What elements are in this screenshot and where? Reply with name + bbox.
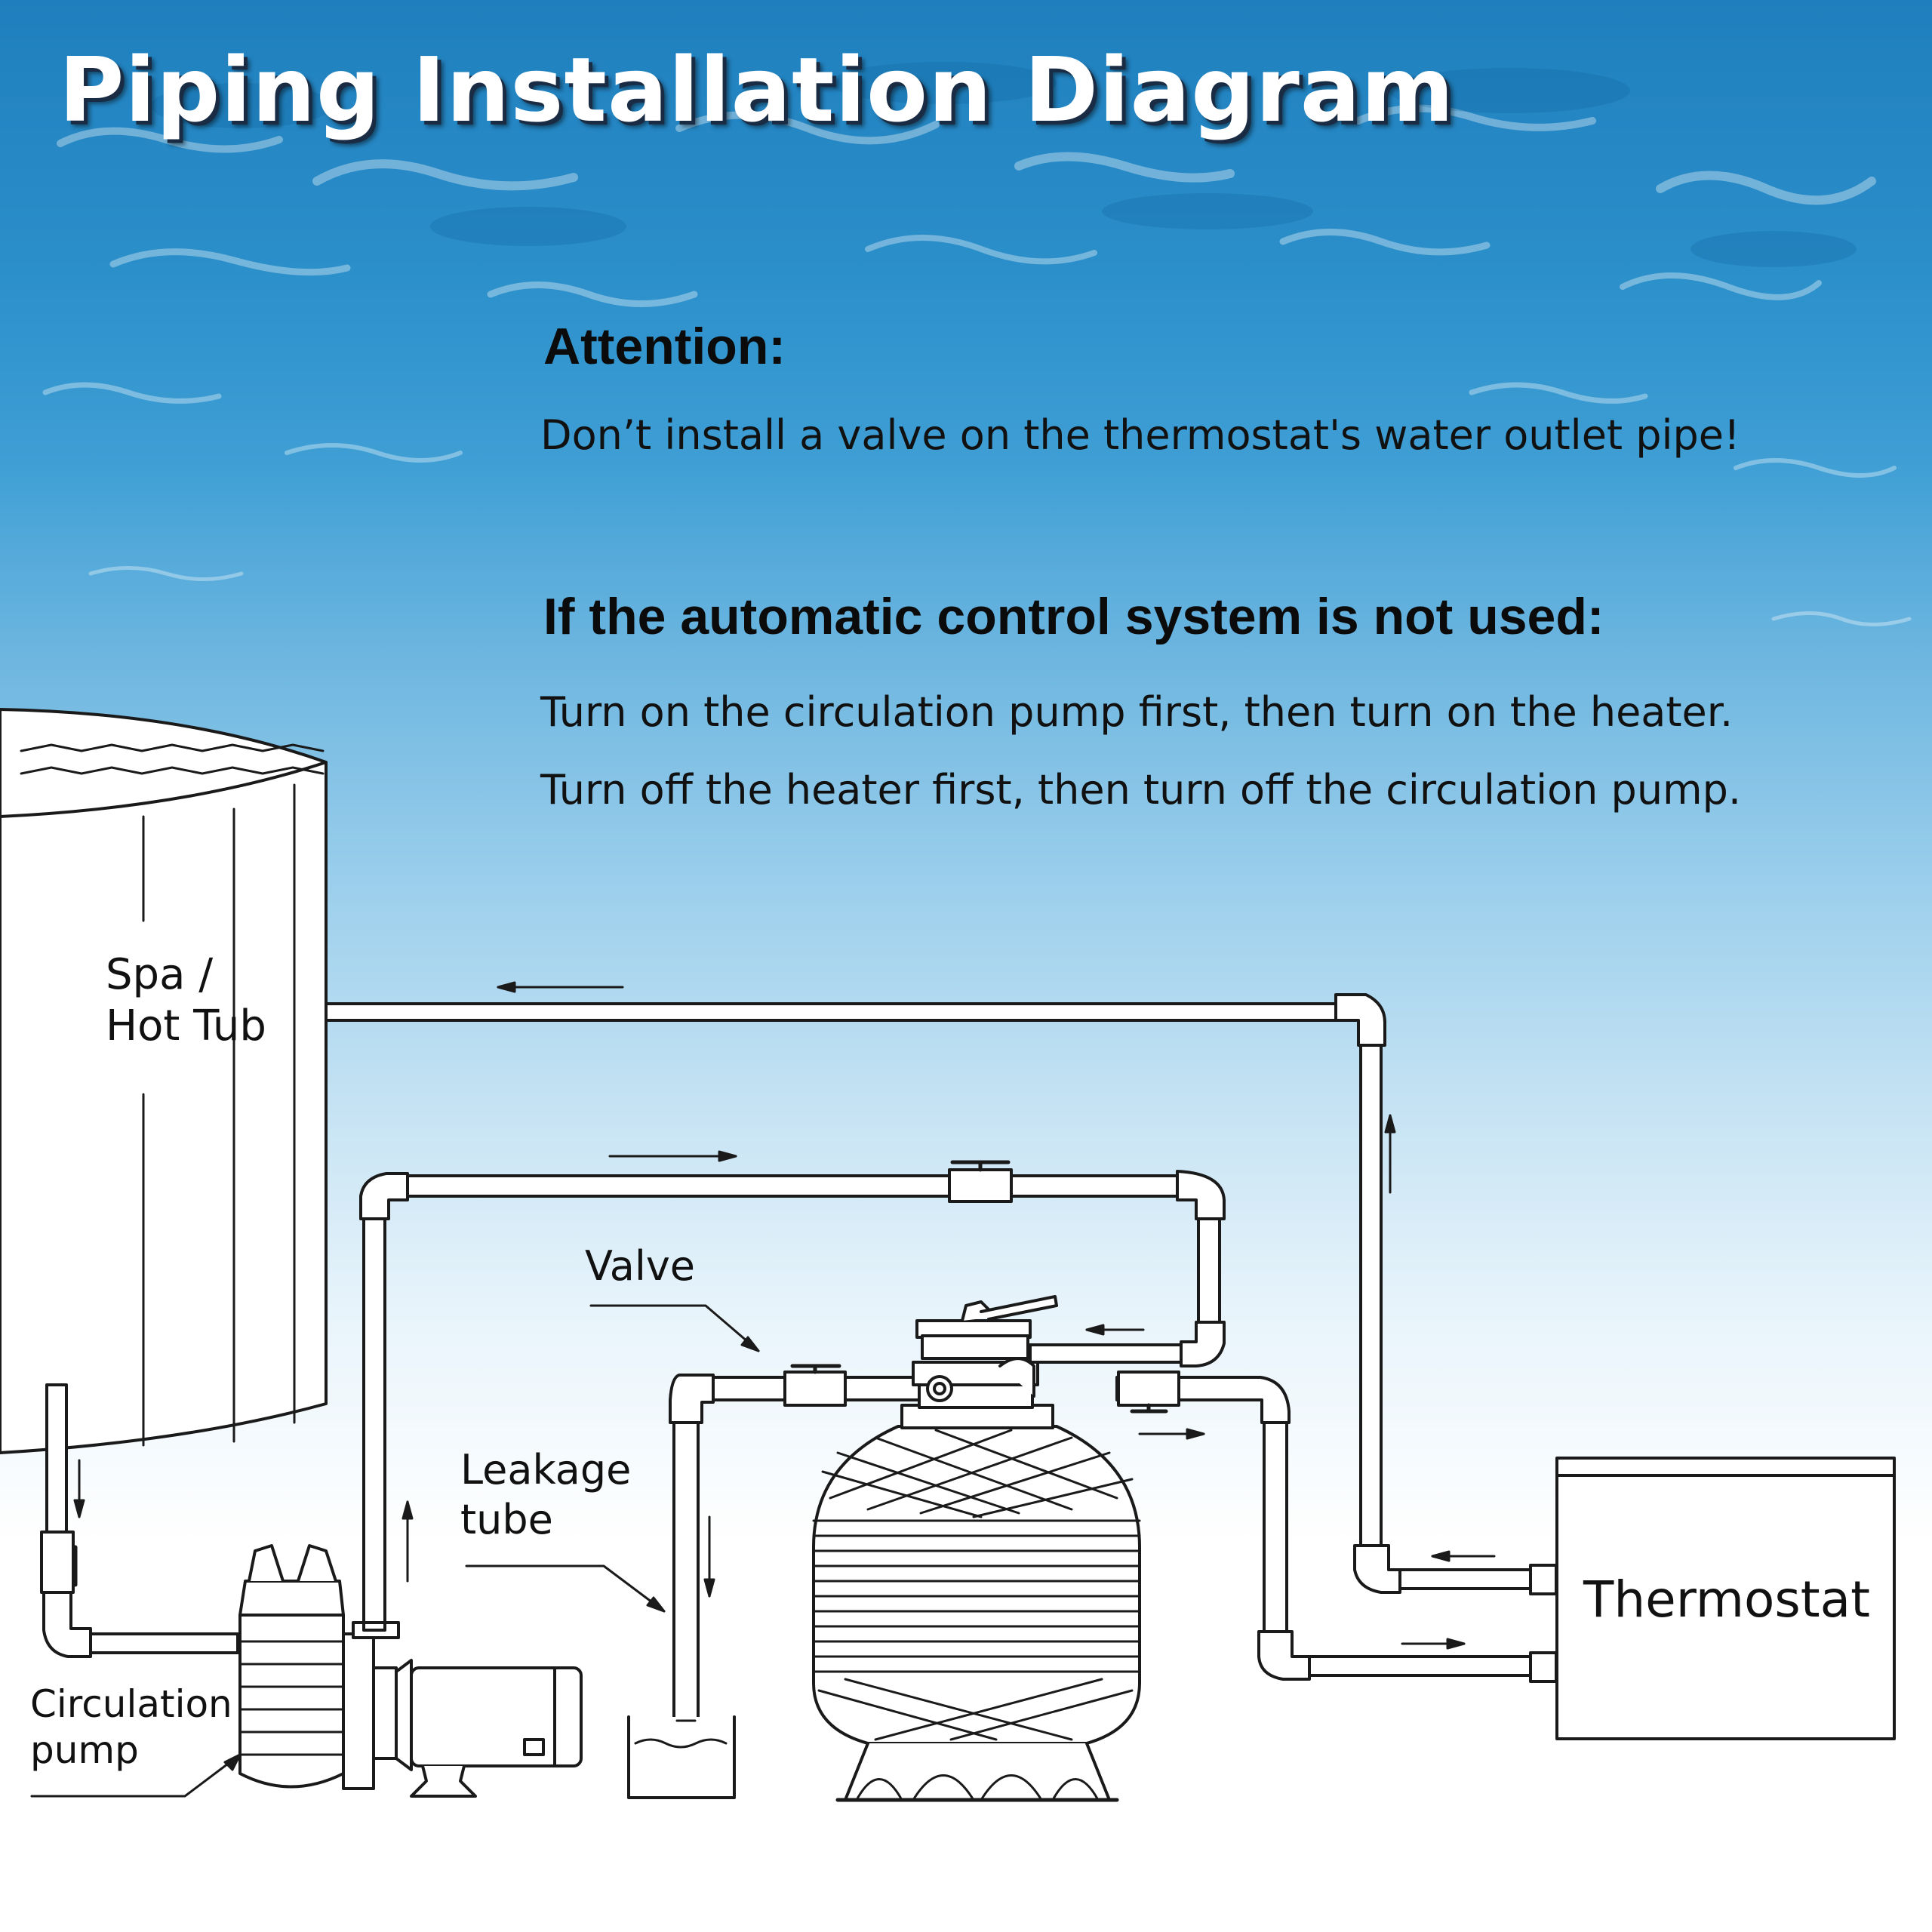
attention-heading: Attention: [543, 318, 786, 375]
spa-label: Spa / Hot Tub [106, 949, 266, 1053]
return-pipe [325, 993, 1558, 1595]
thermostat-unit [1555, 1457, 1896, 1740]
pump-label-line1: Circulation [30, 1682, 232, 1726]
valve-label: Valve [585, 1242, 696, 1290]
pump-label-line2: pump [30, 1728, 139, 1772]
leakage-label-line1: Leakage [460, 1446, 632, 1494]
sand-filter [812, 1295, 1141, 1802]
flow-arrows [73, 981, 1496, 1650]
manual-heading: If the automatic control system is not u… [543, 588, 1604, 645]
spa-label-line1: Spa / [106, 950, 214, 999]
circulation-pump [40, 1383, 583, 1798]
leakage-tube-label: Leakage tube [460, 1445, 631, 1545]
spa-hot-tub [0, 708, 328, 1454]
leakage-label-line2: tube [460, 1495, 553, 1543]
manual-line-1: Turn on the circulation pump first, then… [540, 688, 1734, 736]
spa-label-line2: Hot Tub [106, 1001, 266, 1051]
callout-lines [30, 1304, 760, 1798]
leakage-container [627, 1715, 736, 1799]
thermostat-label: Thermostat [1583, 1571, 1870, 1629]
bypass-pipe [359, 1160, 1226, 1632]
circulation-pump-label: Circulation pump [30, 1681, 232, 1774]
page-title: Piping Installation Diagram [59, 38, 1455, 142]
manual-line-2: Turn off the heater first, then turn off… [540, 766, 1742, 814]
thermostat-inlet-pipe [1115, 1371, 1558, 1683]
attention-text: Don’t install a valve on the thermostat'… [540, 411, 1740, 459]
